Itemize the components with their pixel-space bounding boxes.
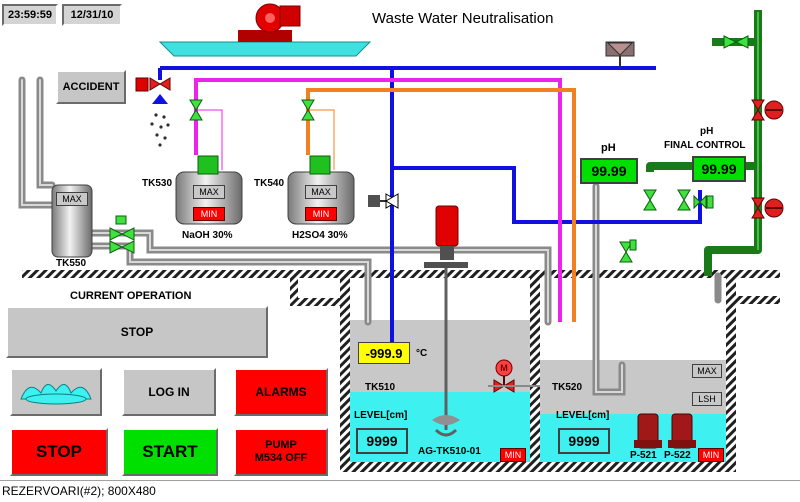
tk540-max-indicator: MAX [305, 185, 337, 199]
agitator-label: AG-TK510-01 [418, 446, 481, 457]
tk520-level-display: 9999 [558, 428, 610, 454]
pit-wall-middle [530, 276, 540, 466]
ph-final-label-line1: pH [700, 126, 714, 137]
pump-p521-icon [634, 413, 662, 449]
channel-wall-b [290, 298, 342, 306]
tk510-temperature-display: -999.9 [358, 342, 410, 364]
tk520-label: TK520 [552, 382, 583, 393]
tk530-chemical-label: NaOH 30% [182, 230, 233, 241]
ph-label: pH [601, 142, 616, 154]
tk510-level-label: LEVEL[cm] [354, 410, 408, 421]
ground-hatch [22, 270, 780, 278]
tk510-min-indicator: MIN [500, 448, 526, 462]
red-valves [135, 77, 784, 393]
green-pipes [646, 170, 688, 420]
channel-wall-c [736, 296, 780, 304]
start-button[interactable]: START [122, 428, 218, 476]
tk520-level-label: LEVEL[cm] [556, 410, 610, 421]
pump-p522-icon [668, 413, 696, 449]
ph-final-display: 99.99 [692, 156, 746, 182]
tk530-label: TK530 [142, 178, 173, 189]
log-in-button[interactable]: LOG IN [122, 368, 216, 416]
time-display: 23:59:59 [2, 4, 58, 26]
agitator-button[interactable] [10, 368, 102, 416]
shower-icon [150, 94, 170, 147]
pit-wall-right [726, 276, 736, 466]
ventilation-hood [158, 41, 372, 57]
fan-icon [238, 3, 301, 42]
alarms-button[interactable]: ALARMS [234, 368, 328, 416]
pump-button-line2: M534 OFF [254, 452, 308, 464]
pump-m534-button[interactable]: PUMP M534 OFF [234, 428, 328, 476]
tk520-min-indicator: MIN [698, 448, 724, 462]
motor-symbol: M [500, 363, 508, 373]
tk520-lsh-indicator: LSH [692, 392, 722, 406]
green-valves [109, 35, 749, 263]
tk510-level-display: 9999 [356, 428, 408, 454]
tk550-label: TK550 [56, 258, 87, 269]
tk550-max-indicator: MAX [56, 192, 88, 206]
tk520-max-indicator: MAX [692, 364, 722, 378]
tk530-min-indicator: MIN [193, 207, 225, 221]
pump-p521-label: P-521 [630, 450, 657, 461]
ph-final-label-line2: FINAL CONTROL [664, 140, 746, 151]
splash-icon [20, 384, 92, 405]
current-operation-display: STOP [6, 306, 268, 358]
ph-display: 99.99 [580, 158, 638, 184]
pump-button-line1: PUMP [265, 439, 297, 451]
agitator-ag-tk510-01 [424, 205, 468, 437]
footer-status-bar: REZERVOARI(#2); 800X480 [0, 480, 800, 502]
motor-icon [495, 359, 513, 377]
tk540-chemical-label: H2SO4 30% [292, 230, 348, 241]
stop-button[interactable]: STOP [10, 428, 108, 476]
footer-text: REZERVOARI(#2); 800X480 [2, 484, 156, 498]
page-title: Waste Water Neutralisation [372, 10, 554, 27]
tk510-temperature-unit: °C [416, 348, 428, 359]
pit-floor [340, 462, 736, 472]
tk540-min-indicator: MIN [305, 207, 337, 221]
tk530-max-indicator: MAX [193, 185, 225, 199]
h2so4-dosing-pipe [306, 88, 576, 322]
pump-p522-label: P-522 [664, 450, 691, 461]
date-display: 12/31/10 [62, 4, 122, 26]
tk540-label: TK540 [254, 178, 285, 189]
manual-valve-icon [368, 193, 399, 209]
accident-button[interactable]: ACCIDENT [56, 70, 126, 104]
current-operation-label: CURRENT OPERATION [70, 290, 192, 302]
pit-wall-left [340, 276, 350, 466]
channel-wall-a [290, 276, 298, 306]
damper-icon [605, 41, 635, 68]
tk510-label: TK510 [365, 382, 396, 393]
